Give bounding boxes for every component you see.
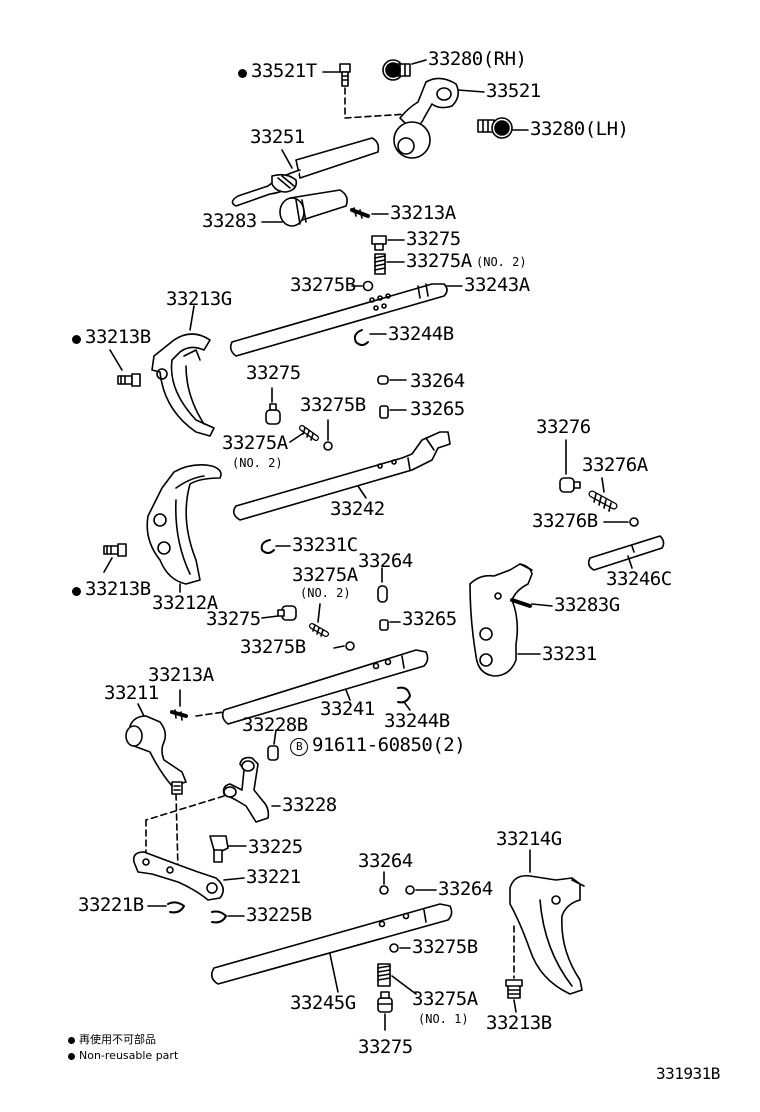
label-33276b: 33276B: [532, 510, 598, 532]
label-33228b: 33228B: [242, 714, 308, 736]
lever-33231: [469, 563, 533, 677]
legend-en: Non-reusable part: [68, 1050, 178, 1061]
label-33275b-mid: 33275B: [300, 394, 366, 416]
label-33245g: 33245G: [290, 992, 356, 1014]
pin-33225: [209, 835, 229, 863]
label-33283: 33283: [202, 210, 257, 232]
spring-33275a-bot: [377, 963, 391, 987]
label-33275a-bot: 33275A: [412, 988, 478, 1010]
label-33275a-mid: 33275A: [222, 432, 288, 454]
label-33225b: 33225B: [246, 904, 312, 926]
label-33275b-bot: 33275B: [412, 936, 478, 958]
label-33521: 33521: [486, 80, 541, 102]
plug-33275-bot: [377, 991, 393, 1013]
spring-33275a-low: [309, 623, 329, 637]
label-33214g: 33214G: [496, 828, 562, 850]
label-33241: 33241: [320, 698, 375, 720]
label-33221: 33221: [246, 866, 301, 888]
label-33264-3: 33264: [358, 850, 413, 872]
lever-33521: [393, 77, 460, 159]
label-33211: 33211: [104, 682, 159, 704]
bolt-33213b-1: [117, 373, 141, 387]
label-33275-bot: 33275: [358, 1036, 413, 1058]
label-33231: 33231: [542, 643, 597, 665]
label-33213b-1: 33213B: [72, 328, 151, 347]
label-33264-1: 33264: [410, 370, 465, 392]
plug-33275-low: [277, 605, 297, 621]
lever-33211: [125, 715, 187, 795]
label-33280-rh: 33280(RH): [428, 48, 527, 70]
label-33242: 33242: [330, 498, 385, 520]
label-33265-2: 33265: [402, 608, 457, 630]
label-33213a-top: 33213A: [390, 202, 456, 224]
shaft-33245g: [210, 903, 453, 985]
label-33275a-bot-no: (NO. 1): [418, 1012, 469, 1026]
label-33521t: 33521T: [238, 62, 317, 81]
shaft-33251: [231, 137, 380, 207]
label-33213g: 33213G: [166, 288, 232, 310]
label-33212a: 33212A: [152, 592, 218, 614]
label-33246c: 33246C: [606, 568, 672, 590]
label-33275-low: 33275: [206, 608, 261, 630]
plug-33275-top: [371, 235, 387, 251]
label-33275-top: 33275: [406, 228, 461, 250]
label-33276a: 33276A: [582, 454, 648, 476]
fork-33213g: [151, 333, 215, 437]
plate-33221: [132, 851, 224, 901]
label-33283g: 33283G: [554, 594, 620, 616]
pin-33213a-low: [170, 709, 188, 721]
bolt-33213b-3: [505, 979, 523, 999]
spring-33275a-mid: [299, 425, 319, 441]
legend-jp: 再使用不可部品: [68, 1034, 156, 1045]
label-33275a-top: 33275A: [406, 250, 472, 272]
shaft-33242: [232, 431, 451, 521]
label-33213b-3: 33213B: [486, 1012, 552, 1034]
label-33275b-top: 33275B: [290, 274, 356, 296]
label-33221b: 33221B: [78, 894, 144, 916]
label-33280-lh: 33280(LH): [530, 118, 629, 140]
pin-33280-lh: [477, 117, 513, 139]
label-33275a-low-no: (NO. 2): [300, 586, 351, 600]
label-33228: 33228: [282, 794, 337, 816]
label-33231c: 33231C: [292, 534, 358, 556]
bolt-33213b-2: [103, 543, 127, 557]
pin-33280-rh: [382, 59, 411, 81]
label-33275-mid: 33275: [246, 362, 301, 384]
shift-head-33283: [279, 189, 348, 227]
label-33264-2: 33264: [358, 550, 413, 572]
label-33275a-top-no: (NO. 2): [476, 255, 527, 269]
spring-33275a-top: [374, 253, 386, 275]
label-33244b-2: 33244B: [384, 710, 450, 732]
label-33275b-low: 33275B: [240, 636, 306, 658]
shaft-33241: [221, 649, 429, 725]
label-33275a-low: 33275A: [292, 564, 358, 586]
diagram-code: 331931B: [656, 1064, 720, 1083]
lever-33228: [222, 756, 270, 823]
label-33225: 33225: [248, 836, 303, 858]
spring-33276a: [588, 490, 618, 512]
label-33265-1: 33265: [410, 398, 465, 420]
label-33264-4: 33264: [438, 878, 493, 900]
label-33213b-2: 33213B: [72, 580, 151, 599]
shaft-33243a: [229, 283, 448, 357]
pin-33213a-top: [350, 207, 370, 219]
pin-33246c: [587, 535, 665, 571]
plug-33275-mid: [265, 403, 281, 425]
label-33251: 33251: [250, 126, 305, 148]
label-33213a-low: 33213A: [148, 664, 214, 686]
label-33276: 33276: [536, 416, 591, 438]
plug-33276: [559, 477, 581, 493]
fork-33212a: [146, 464, 222, 585]
label-33275a-mid-no: (NO. 2): [232, 456, 283, 470]
label-33244b-1: 33244B: [388, 323, 454, 345]
label-33243a: 33243A: [464, 274, 530, 296]
bolt-33521t: [339, 63, 351, 87]
fork-33214g: [509, 874, 585, 995]
